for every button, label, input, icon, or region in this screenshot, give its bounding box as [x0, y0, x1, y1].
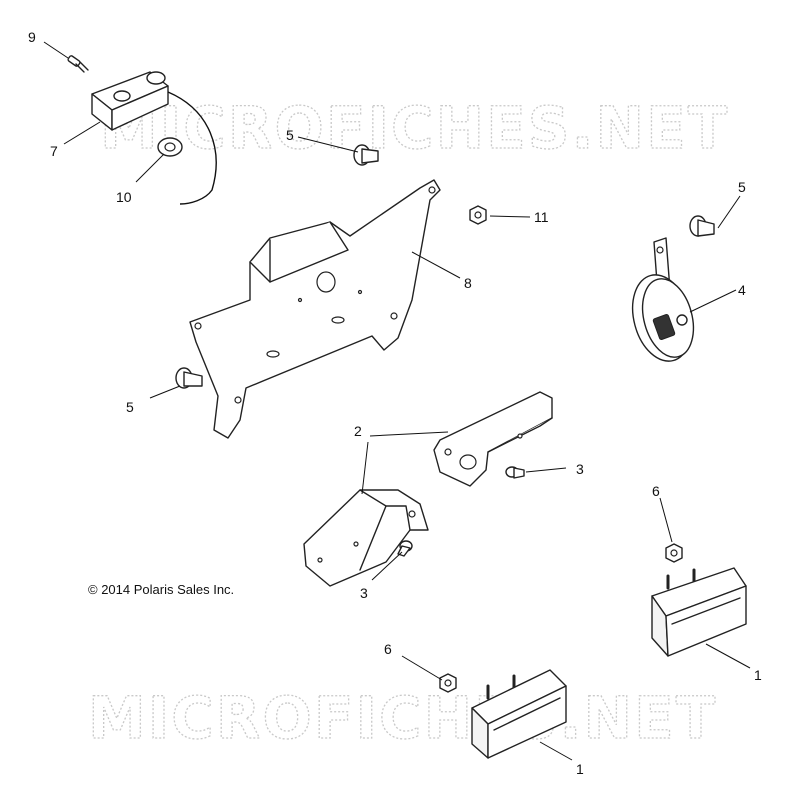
callout-8: 8 — [464, 275, 472, 291]
callout-4: 4 — [738, 282, 746, 298]
part-1-lamp-lower — [471, 669, 567, 759]
part-5-bolt-right — [689, 215, 715, 237]
leader-lines — [43, 41, 751, 761]
callout-6-lower: 6 — [384, 641, 392, 657]
part-6-nut-lower — [439, 673, 457, 693]
callout-1-upper: 1 — [754, 667, 762, 683]
callout-3-upper: 3 — [576, 461, 584, 477]
part-2-bracket-lower — [303, 489, 429, 587]
part-11-nut — [469, 205, 487, 225]
callouts: 9 7 10 5 11 5 8 4 5 2 3 6 3 6 1 1 — [28, 29, 762, 777]
callout-11: 11 — [534, 209, 549, 225]
callout-10: 10 — [116, 189, 132, 205]
part-3-screw-lower — [397, 540, 413, 557]
callout-6-upper: 6 — [652, 483, 660, 499]
callout-1-lower: 1 — [576, 761, 584, 777]
callout-5-right: 5 — [738, 179, 746, 195]
part-5-bolt-left — [175, 367, 203, 389]
part-9-screw — [67, 55, 89, 73]
watermark-bottom: MICROFICHES.NET — [88, 684, 717, 752]
part-10-grommet — [157, 137, 183, 157]
part-7-module — [91, 71, 217, 205]
part-3-screw-upper — [505, 466, 525, 479]
callout-5-top: 5 — [286, 127, 294, 143]
callout-9: 9 — [28, 29, 36, 45]
part-6-nut-upper — [665, 543, 683, 563]
callout-2: 2 — [354, 423, 362, 439]
copyright-text: © 2014 Polaris Sales Inc. — [88, 582, 234, 597]
callout-5-left: 5 — [126, 399, 134, 415]
callout-3-lower: 3 — [360, 585, 368, 601]
callout-7: 7 — [50, 143, 58, 159]
part-1-lamp-upper — [651, 567, 747, 657]
watermark-top: MICROFICHES.NET — [100, 94, 729, 162]
part-4-horn — [631, 237, 695, 362]
part-8-bracket-plate — [189, 179, 441, 439]
part-5-bolt-top — [353, 144, 379, 166]
part-2-bracket-upper — [433, 391, 553, 487]
